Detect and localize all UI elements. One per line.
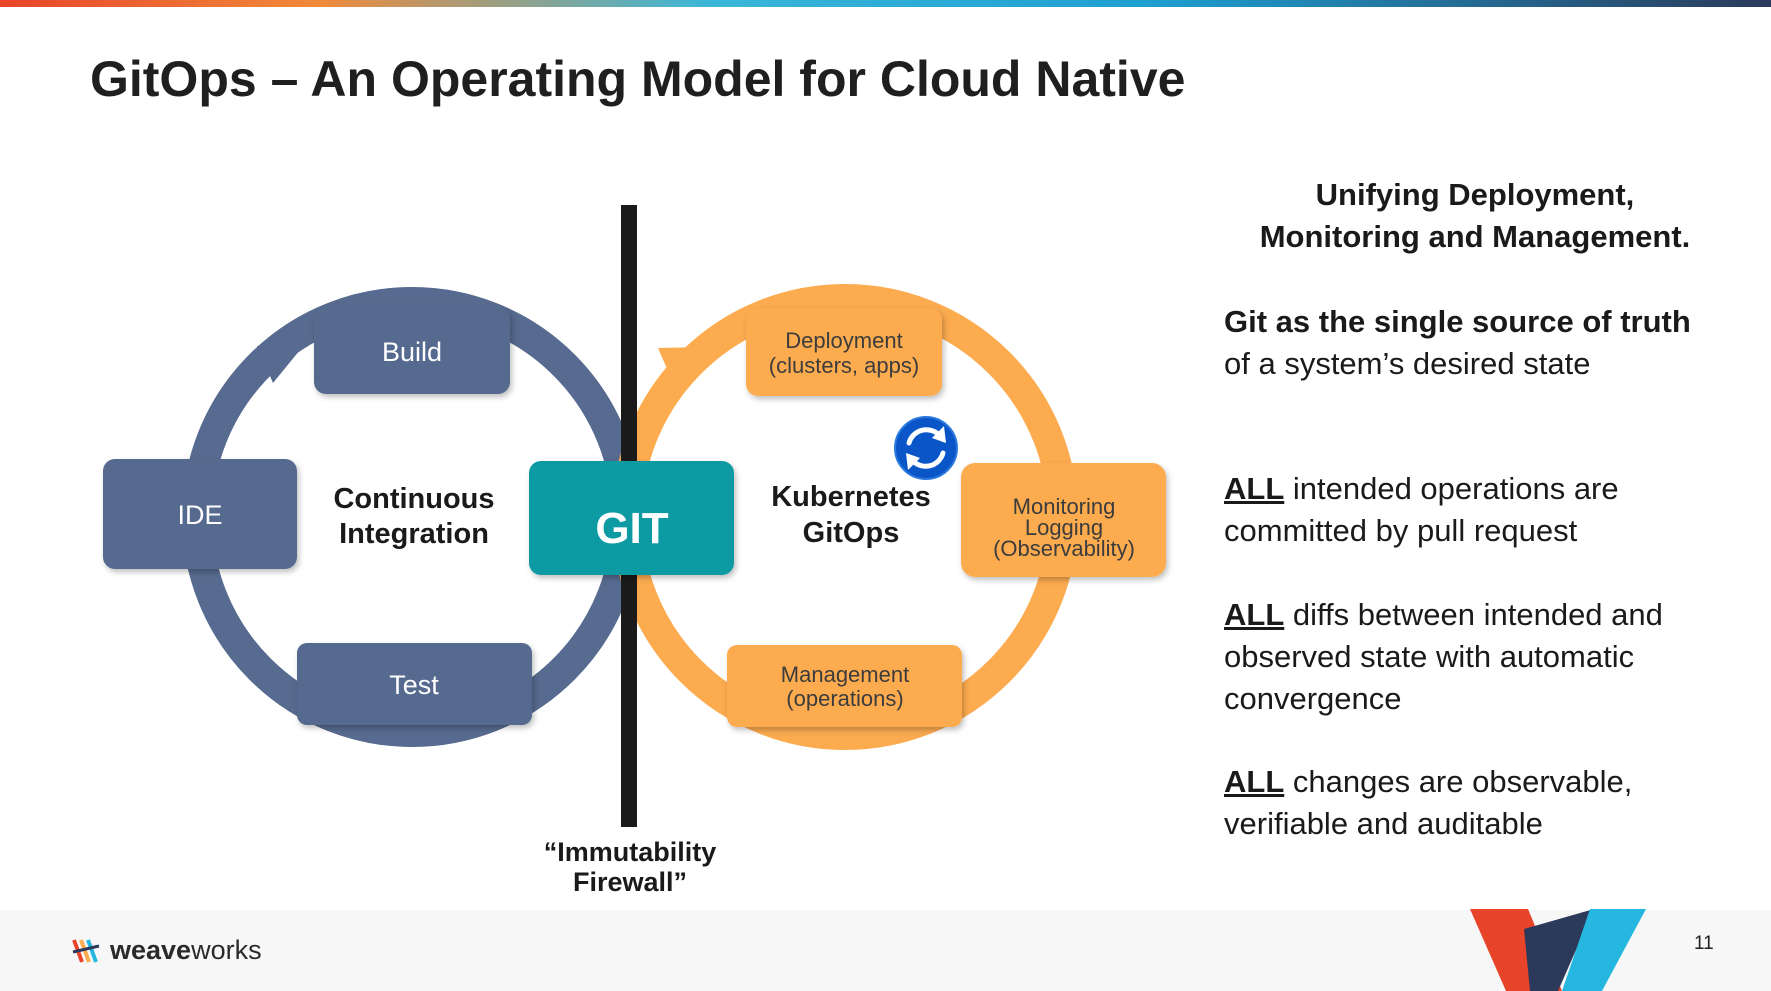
git-box — [529, 461, 734, 575]
all-changes-text: ALL changes are observable, verifiable a… — [1224, 761, 1764, 845]
git-label: GIT — [595, 504, 668, 553]
ide-label: IDE — [177, 500, 222, 530]
test-box — [297, 643, 532, 725]
build-label: Build — [382, 337, 442, 367]
all-diffs-keyword: ALL — [1224, 597, 1285, 632]
brand-name-bold: weave — [110, 934, 192, 965]
sync-icon — [894, 416, 958, 480]
deployment-label-1: Deployment — [785, 328, 902, 353]
all-diffs-rest: diffs between intended and observed stat… — [1224, 597, 1663, 716]
ci-center-label-2: Integration — [339, 518, 489, 550]
source-of-truth-rest: of a system’s desired state — [1224, 346, 1591, 381]
immutability-firewall-label: “Immutability Firewall” — [520, 837, 740, 897]
gitops-center-label-2: GitOps — [803, 517, 900, 549]
source-of-truth-bold: Git as the single source of truth — [1224, 304, 1691, 339]
management-label-2: (operations) — [786, 686, 903, 711]
deployment-box — [746, 308, 942, 396]
monitoring-box — [961, 463, 1166, 577]
firewall-label-line-2: Firewall” — [572, 867, 688, 897]
all-changes-keyword: ALL — [1224, 764, 1285, 799]
firewall-label-line-1: “Immutability — [543, 837, 717, 867]
deployment-label-2: (clusters, apps) — [769, 353, 919, 378]
gitops-center-label-1: Kubernetes — [771, 481, 931, 513]
all-operations-text: ALL intended operations are committed by… — [1224, 468, 1764, 552]
weaveworks-mark-icon — [72, 939, 100, 963]
weaveworks-logo: weaveworks — [70, 934, 262, 966]
management-box — [727, 645, 962, 727]
monitoring-label-1: Monitoring — [1013, 494, 1116, 519]
gitops-loop-arrowhead — [658, 347, 705, 385]
management-label-1: Management — [781, 662, 909, 687]
heading-line-2: Monitoring and Management. — [1259, 219, 1691, 254]
build-box — [314, 306, 510, 394]
top-accent-bar — [0, 0, 1771, 7]
all-operations-rest: intended operations are committed by pul… — [1224, 471, 1619, 548]
source-of-truth-text: Git as the single source of truth of a s… — [1224, 301, 1764, 385]
heading-line-1: Unifying Deployment, — [1315, 177, 1635, 212]
page-number: 11 — [1694, 933, 1714, 954]
weaveworks-large-mark-icon — [1470, 909, 1646, 991]
ide-box — [103, 459, 297, 569]
all-diffs-text: ALL diffs between intended and observed … — [1224, 594, 1764, 720]
right-panel-heading: Unifying Deployment, Monitoring and Mana… — [1180, 174, 1770, 258]
all-operations-keyword: ALL — [1224, 471, 1285, 506]
test-label: Test — [389, 670, 439, 700]
all-changes-rest: changes are observable, verifiable and a… — [1224, 764, 1633, 841]
monitoring-label-3: (Observability) — [993, 536, 1135, 561]
monitoring-label-2: Logging — [1025, 515, 1103, 540]
slide-title: GitOps – An Operating Model for Cloud Na… — [90, 51, 1186, 107]
slide-footer — [0, 910, 1771, 991]
ci-center-label-1: Continuous — [333, 483, 494, 515]
brand-name-rest: works — [191, 934, 262, 965]
ci-loop-arrowhead — [257, 345, 304, 383]
